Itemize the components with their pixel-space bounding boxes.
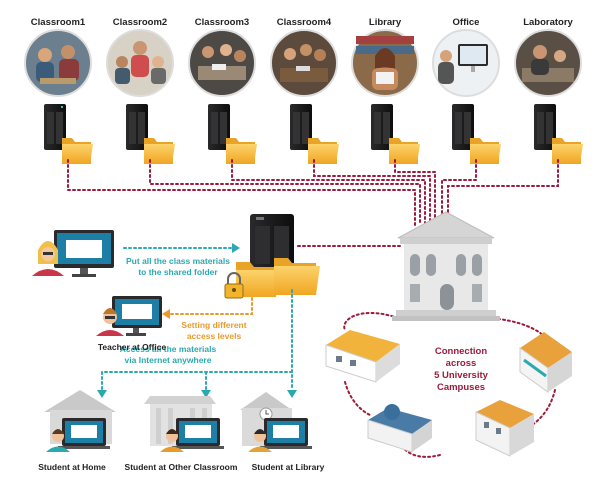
lock-icon [224, 272, 244, 299]
location-labels: Classroom1 Classroom2 Classroom3 Classro… [31, 17, 574, 28]
campus-building-2 [519, 332, 572, 393]
label-student-home: Student at Home [38, 462, 106, 472]
nas-folder-library [371, 104, 420, 164]
photo-laboratory [514, 29, 582, 97]
photo-classroom4 [270, 29, 338, 97]
label-classroom4: Classroom4 [277, 17, 332, 28]
label-library: Library [369, 17, 402, 28]
campus-network-lines [67, 159, 559, 458]
label-office: Office [453, 17, 480, 28]
location-photos [24, 29, 582, 97]
svg-text:Put all the class materials: Put all the class materials [126, 256, 230, 266]
campus-building-3 [367, 404, 432, 453]
svg-text:5 University: 5 University [434, 370, 489, 381]
label-teacher-office: Teacher at Office [98, 342, 167, 352]
location-nas-row [44, 104, 583, 164]
teacher-at-office: Teacher at Office [96, 296, 166, 352]
annotation-access-levels: Setting different access levels [181, 320, 246, 341]
campus-building-1 [325, 330, 400, 383]
teal-arrows [101, 247, 293, 391]
svg-text:via Internet anywhere: via Internet anywhere [125, 355, 212, 365]
student-at-library: Student at Library [240, 392, 325, 472]
annotation-internet-access: Access all the materials via Internet an… [120, 344, 217, 365]
svg-text:Access all the materials: Access all the materials [120, 344, 217, 354]
photo-classroom1 [24, 29, 92, 97]
svg-text:Campuses: Campuses [437, 382, 485, 393]
label-classroom3: Classroom3 [195, 17, 249, 28]
svg-text:across: across [446, 358, 477, 369]
label-classroom2: Classroom2 [113, 17, 167, 28]
annotation-put-materials: Put all the class materials to the share… [126, 256, 230, 277]
orange-arrow [162, 297, 253, 319]
arrow-to-home-icon [97, 390, 107, 398]
nas-folder-classroom3 [208, 104, 257, 164]
photo-classroom3 [188, 29, 256, 97]
student-at-home: Student at Home [38, 390, 116, 472]
photo-library [351, 29, 419, 97]
annotation-connection: Connection across 5 University Campuses [434, 346, 489, 393]
arrow-to-library-icon [287, 390, 297, 398]
arrow-to-teacher-icon [162, 309, 170, 319]
nas-folder-classroom1 [44, 104, 93, 164]
nas-folder-laboratory [534, 104, 583, 164]
student-at-other-classroom: Student at Other Classroom [125, 396, 238, 472]
arrow-to-classroom-icon [201, 390, 211, 398]
arrow-to-nas-icon [232, 243, 240, 253]
uploader-at-computer [32, 230, 114, 277]
svg-text:to the shared folder: to the shared folder [138, 267, 218, 277]
label-student-classroom: Student at Other Classroom [125, 462, 238, 472]
nas-folder-classroom4 [290, 104, 339, 164]
svg-text:access levels: access levels [187, 331, 242, 341]
university-building [392, 211, 500, 321]
label-student-library: Student at Library [252, 462, 325, 472]
photo-classroom2 [106, 29, 174, 97]
campus-building-4 [475, 400, 534, 457]
nas-folder-office [452, 104, 501, 164]
arrowheads [97, 243, 297, 398]
central-nas [250, 214, 294, 270]
nas-folder-classroom2 [126, 104, 175, 164]
photo-office [432, 29, 500, 97]
label-classroom1: Classroom1 [31, 17, 86, 28]
label-laboratory: Laboratory [523, 17, 573, 28]
svg-text:Setting different: Setting different [181, 320, 246, 330]
svg-text:Connection: Connection [435, 346, 487, 357]
central-folders [236, 258, 320, 297]
